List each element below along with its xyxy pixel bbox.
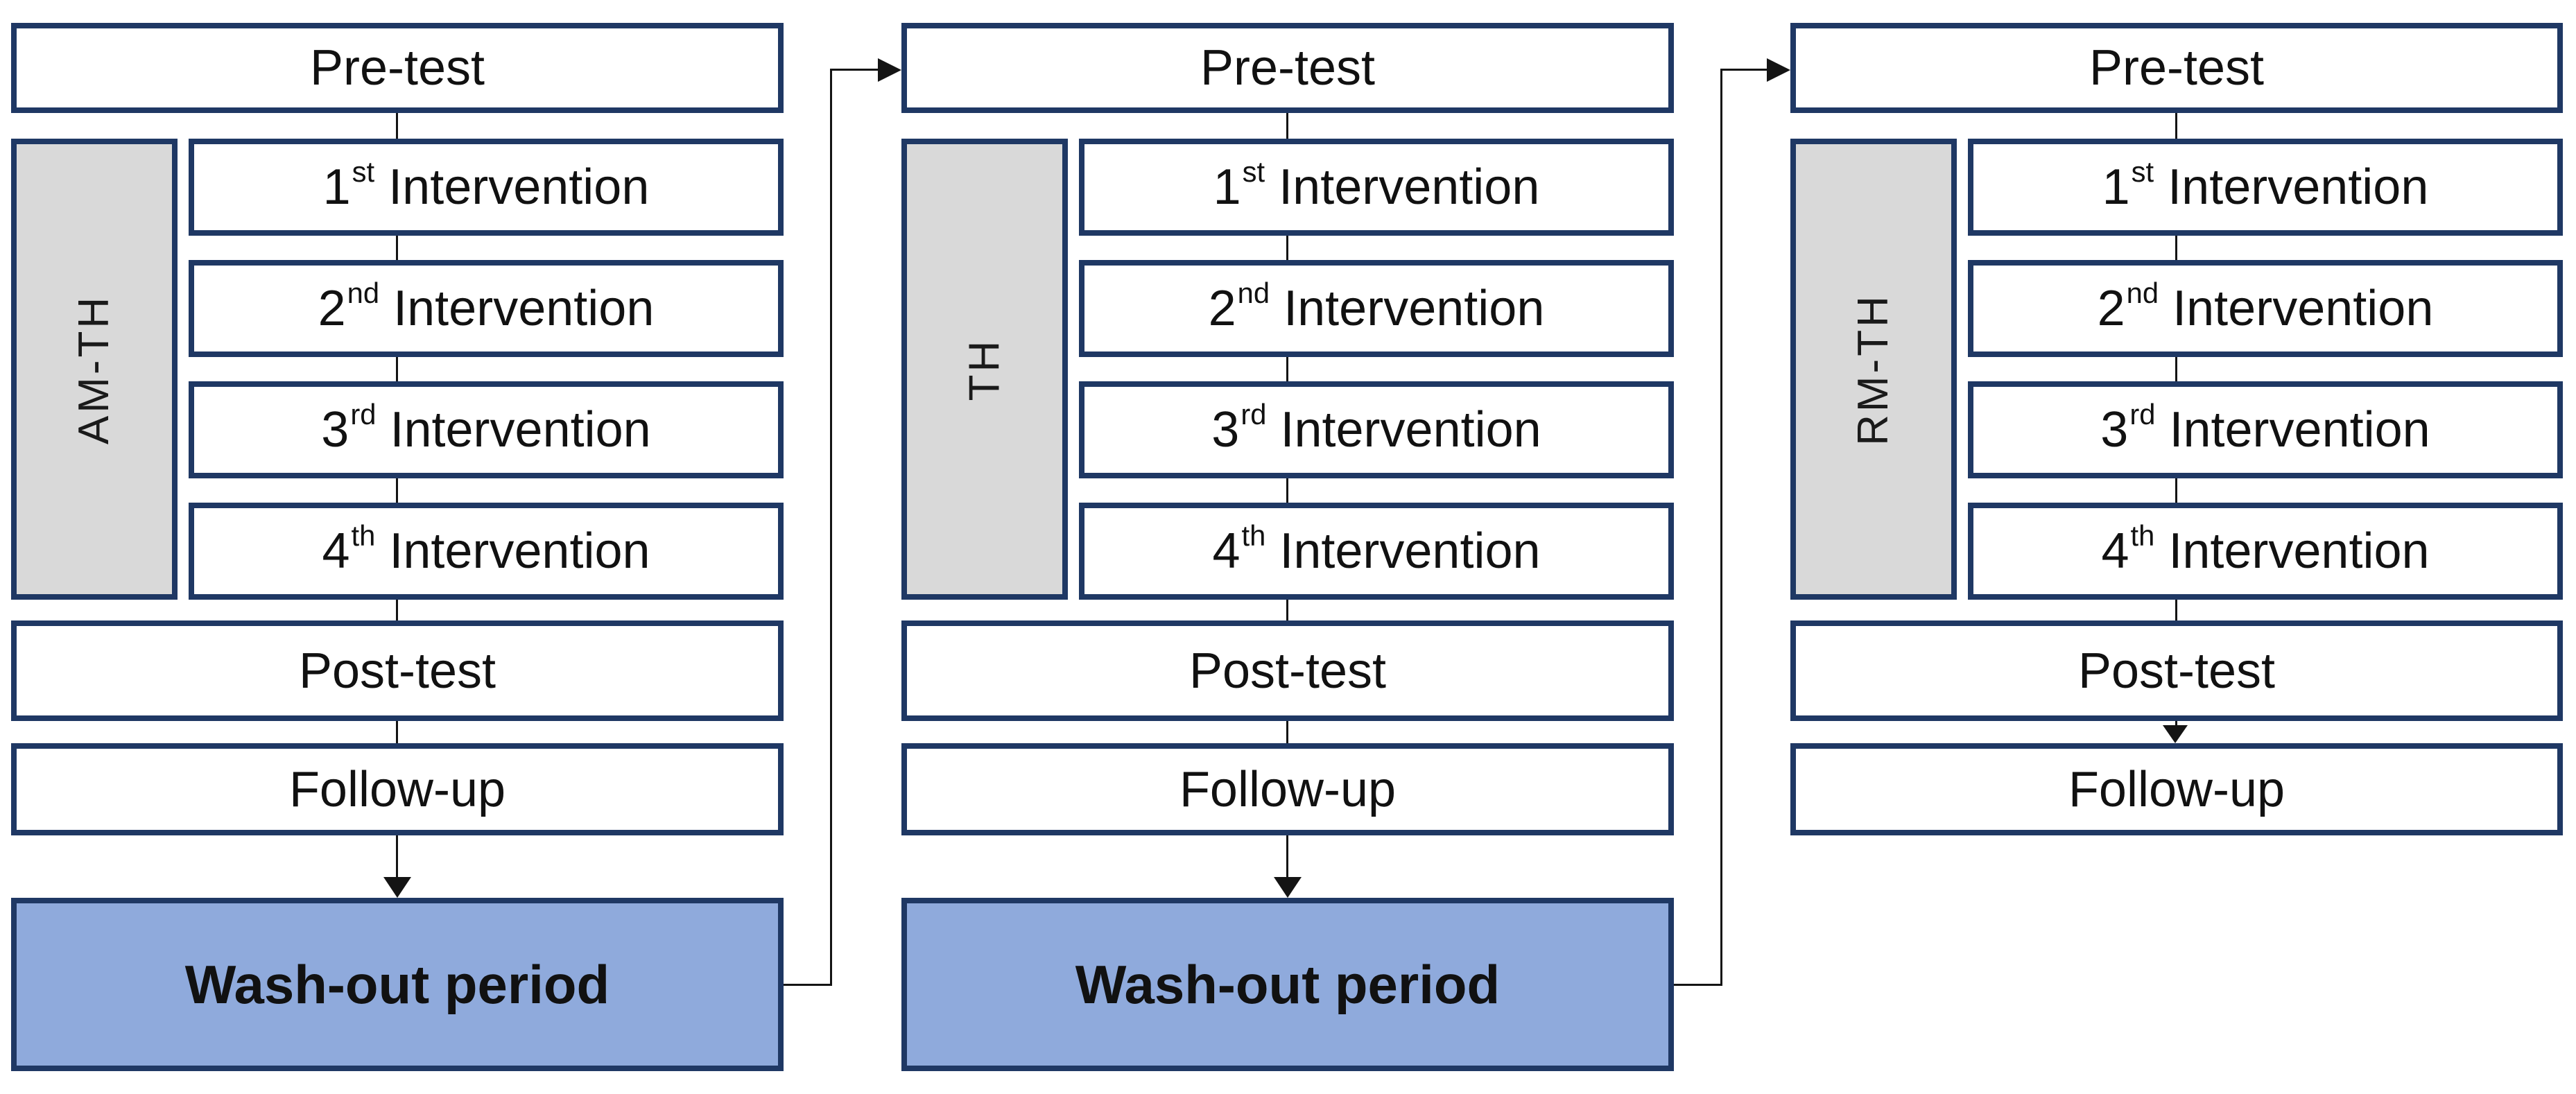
ordinal-suffix: st	[2131, 155, 2154, 189]
connector-line	[396, 236, 398, 260]
group-label-box: TH	[901, 139, 1068, 600]
followup-box: Follow-up	[11, 743, 784, 835]
connector-washout2-exit	[1674, 984, 1722, 986]
intervention-label: Intervention	[1279, 523, 1541, 579]
intervention-ordinal: 2	[1208, 281, 1236, 336]
connector-line	[396, 357, 398, 381]
connector-line	[1286, 113, 1288, 139]
connector-line	[396, 600, 398, 620]
ordinal-suffix: st	[1242, 155, 1265, 189]
intervention-label: Intervention	[389, 523, 650, 579]
connector-line	[396, 113, 398, 139]
connector-washout1-exit	[784, 984, 832, 986]
followup-box: Follow-up	[901, 743, 1674, 835]
connector-line	[2175, 357, 2177, 381]
intervention-label: Intervention	[1283, 281, 1545, 336]
washout-box: Wash-out period	[901, 898, 1674, 1071]
posttest-box: Post-test	[11, 620, 784, 721]
arrow-line	[396, 835, 398, 878]
intervention-ordinal: 2	[2097, 281, 2125, 336]
arrowhead-right-icon	[878, 58, 901, 82]
intervention-ordinal: 4	[2101, 523, 2129, 579]
intervention-ordinal: 3	[321, 402, 349, 458]
posttest-box: Post-test	[1790, 620, 2563, 721]
connector-line	[2175, 236, 2177, 260]
arrowhead-down-icon	[2163, 725, 2188, 743]
group-label-box: RM-TH	[1790, 139, 1957, 600]
connector-line	[396, 478, 398, 503]
connector-pretest3-entry	[1720, 69, 1767, 71]
intervention-ordinal: 1	[1213, 159, 1241, 215]
intervention-label: Intervention	[2168, 523, 2430, 579]
pretest-box: Pre-test	[11, 23, 784, 113]
group-label: AM-TH	[69, 294, 118, 444]
arrowhead-down-icon	[383, 877, 411, 898]
connector-line	[2175, 113, 2177, 139]
ordinal-suffix: rd	[350, 398, 377, 431]
intervention-label: Intervention	[2168, 159, 2429, 215]
ordinal-suffix: rd	[1241, 398, 1267, 431]
intervention-label: Intervention	[1279, 159, 1540, 215]
washout-box: Wash-out period	[11, 898, 784, 1071]
ordinal-suffix: st	[352, 155, 375, 189]
intervention-ordinal: 4	[322, 523, 350, 579]
intervention-label: Intervention	[393, 281, 655, 336]
intervention-label: Intervention	[2172, 281, 2434, 336]
pretest-box: Pre-test	[901, 23, 1674, 113]
connector-washout2-to-pretest3	[1720, 69, 1722, 986]
intervention-ordinal: 2	[318, 281, 346, 336]
intervention-ordinal: 1	[2102, 159, 2130, 215]
arrow-line	[2175, 721, 2177, 726]
group-label-box: AM-TH	[11, 139, 178, 600]
connector-line	[1286, 236, 1288, 260]
intervention-label: Intervention	[388, 159, 650, 215]
connector-line	[1286, 478, 1288, 503]
ordinal-suffix: rd	[2129, 398, 2156, 431]
intervention-label: Intervention	[1280, 402, 1541, 458]
connector-line	[1286, 721, 1288, 743]
arrow-line	[1286, 835, 1288, 878]
intervention-ordinal: 1	[322, 159, 351, 215]
group-label: RM-TH	[1849, 293, 1897, 446]
ordinal-suffix: th	[1241, 519, 1266, 553]
connector-line	[1286, 357, 1288, 381]
ordinal-suffix: nd	[2126, 277, 2159, 310]
intervention-ordinal: 3	[2100, 402, 2129, 458]
ordinal-suffix: nd	[347, 277, 380, 310]
followup-box: Follow-up	[1790, 743, 2563, 835]
posttest-box: Post-test	[901, 620, 1674, 721]
intervention-label: Intervention	[2169, 402, 2430, 458]
connector-line	[396, 721, 398, 743]
intervention-ordinal: 4	[1212, 523, 1241, 579]
ordinal-suffix: th	[2130, 519, 2155, 553]
connector-pretest2-entry	[830, 69, 879, 71]
pretest-box: Pre-test	[1790, 23, 2563, 113]
ordinal-suffix: nd	[1237, 277, 1270, 310]
group-label: TH	[960, 338, 1008, 401]
intervention-label: Intervention	[390, 402, 651, 458]
ordinal-suffix: th	[351, 519, 376, 553]
connector-washout1-to-pretest2	[830, 69, 832, 986]
intervention-ordinal: 3	[1211, 402, 1240, 458]
connector-line	[2175, 478, 2177, 503]
arrowhead-right-icon	[1767, 58, 1790, 82]
connector-line	[2175, 600, 2177, 620]
connector-line	[1286, 600, 1288, 620]
arrowhead-down-icon	[1274, 877, 1302, 898]
